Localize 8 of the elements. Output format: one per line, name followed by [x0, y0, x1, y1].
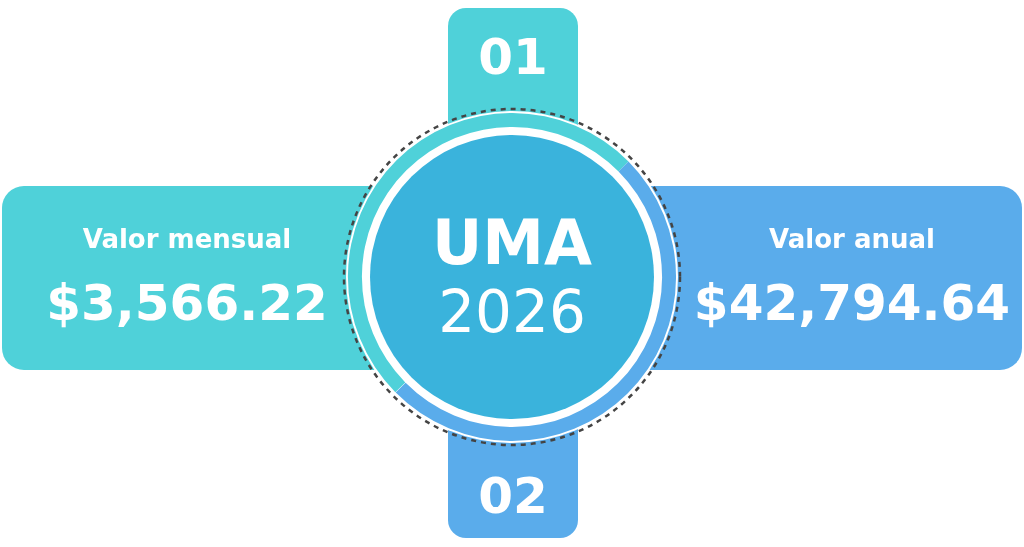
year-text: 2026: [438, 281, 586, 345]
card-heading: Valor mensual: [82, 225, 292, 254]
step-number: 02: [478, 469, 548, 524]
amount-value: $42,794.64: [693, 275, 1011, 331]
amount-value: $3,566.22: [46, 275, 328, 331]
step-number: 01: [478, 30, 548, 85]
center-title: UMA: [432, 209, 592, 278]
card-heading: Valor anual: [769, 225, 935, 254]
